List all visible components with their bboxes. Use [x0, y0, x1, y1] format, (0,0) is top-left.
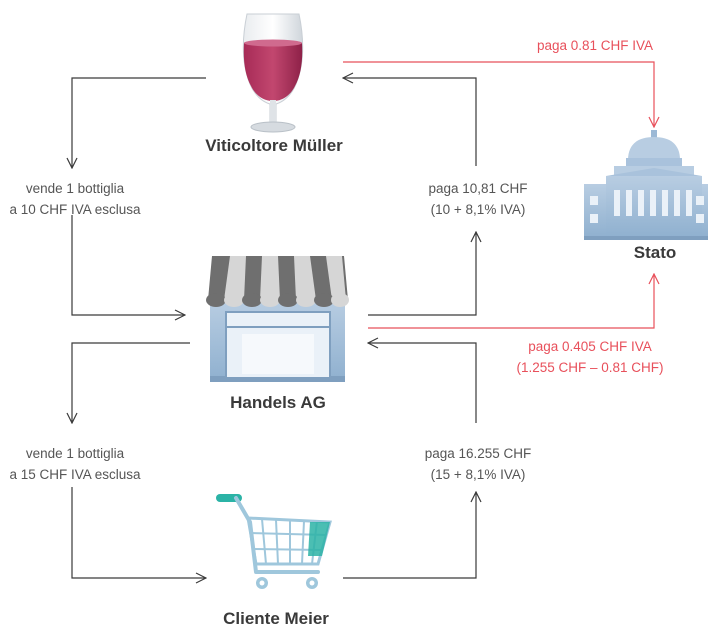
arrow-to-customer [71, 487, 206, 578]
vat-annotation-1: paga 0.81 CHF IVA [520, 35, 670, 56]
parliament-building-icon [584, 130, 708, 240]
arrow-to-winemaker [343, 78, 477, 166]
winemaker-label: Viticoltore Müller [205, 136, 343, 155]
arrow-store-down [72, 342, 190, 423]
store-label: Handels AG [230, 393, 326, 412]
shop-icon [206, 256, 349, 382]
arrow-customer-up [343, 492, 476, 579]
pay-annotation-1: paga 10,81 CHF (10 + 8,1% IVA) [408, 178, 548, 220]
arrow-store-up [368, 232, 476, 316]
vat-2-line2: (1.255 CHF – 0.81 CHF) [516, 360, 664, 375]
pay-annotation-2: paga 16.255 CHF (15 + 8,1% IVA) [408, 443, 548, 485]
sell-annotation-1: vende 1 bottiglia a 10 CHF IVA esclusa [0, 178, 150, 220]
vat-arrows [343, 61, 654, 329]
vat-2-line1: paga 0.405 CHF IVA [528, 339, 652, 354]
sell-1-line2: a 10 CHF IVA esclusa [9, 202, 141, 217]
vat-1-line1: paga 0.81 CHF IVA [536, 38, 654, 53]
vat-annotation-2: paga 0.405 CHF IVA (1.255 CHF – 0.81 CHF… [500, 336, 680, 378]
sell-2-line2: a 15 CHF IVA esclusa [9, 467, 141, 482]
pay-2-line2: (15 + 8,1% IVA) [430, 467, 526, 482]
shopping-cart-icon [216, 494, 332, 589]
arrow-to-store-pay [368, 343, 477, 423]
sell-2-line1: vende 1 bottiglia [25, 446, 125, 461]
sell-annotation-2: vende 1 bottiglia a 15 CHF IVA esclusa [0, 443, 150, 485]
wine-glass-icon [242, 13, 304, 133]
flow-arrows [72, 78, 476, 578]
arrow-to-store [71, 215, 185, 315]
customer-label: Cliente Meier [223, 609, 329, 628]
arrow-winemaker-down [72, 77, 206, 168]
state-label: Stato [633, 243, 677, 262]
vat-arrow-store [368, 274, 654, 329]
pay-1-line2: (10 + 8,1% IVA) [430, 202, 526, 217]
pay-1-line1: paga 10,81 CHF [428, 181, 528, 196]
vat-arrow-winemaker [343, 61, 654, 127]
sell-1-line1: vende 1 bottiglia [25, 181, 125, 196]
pay-2-line1: paga 16.255 CHF [424, 446, 532, 461]
